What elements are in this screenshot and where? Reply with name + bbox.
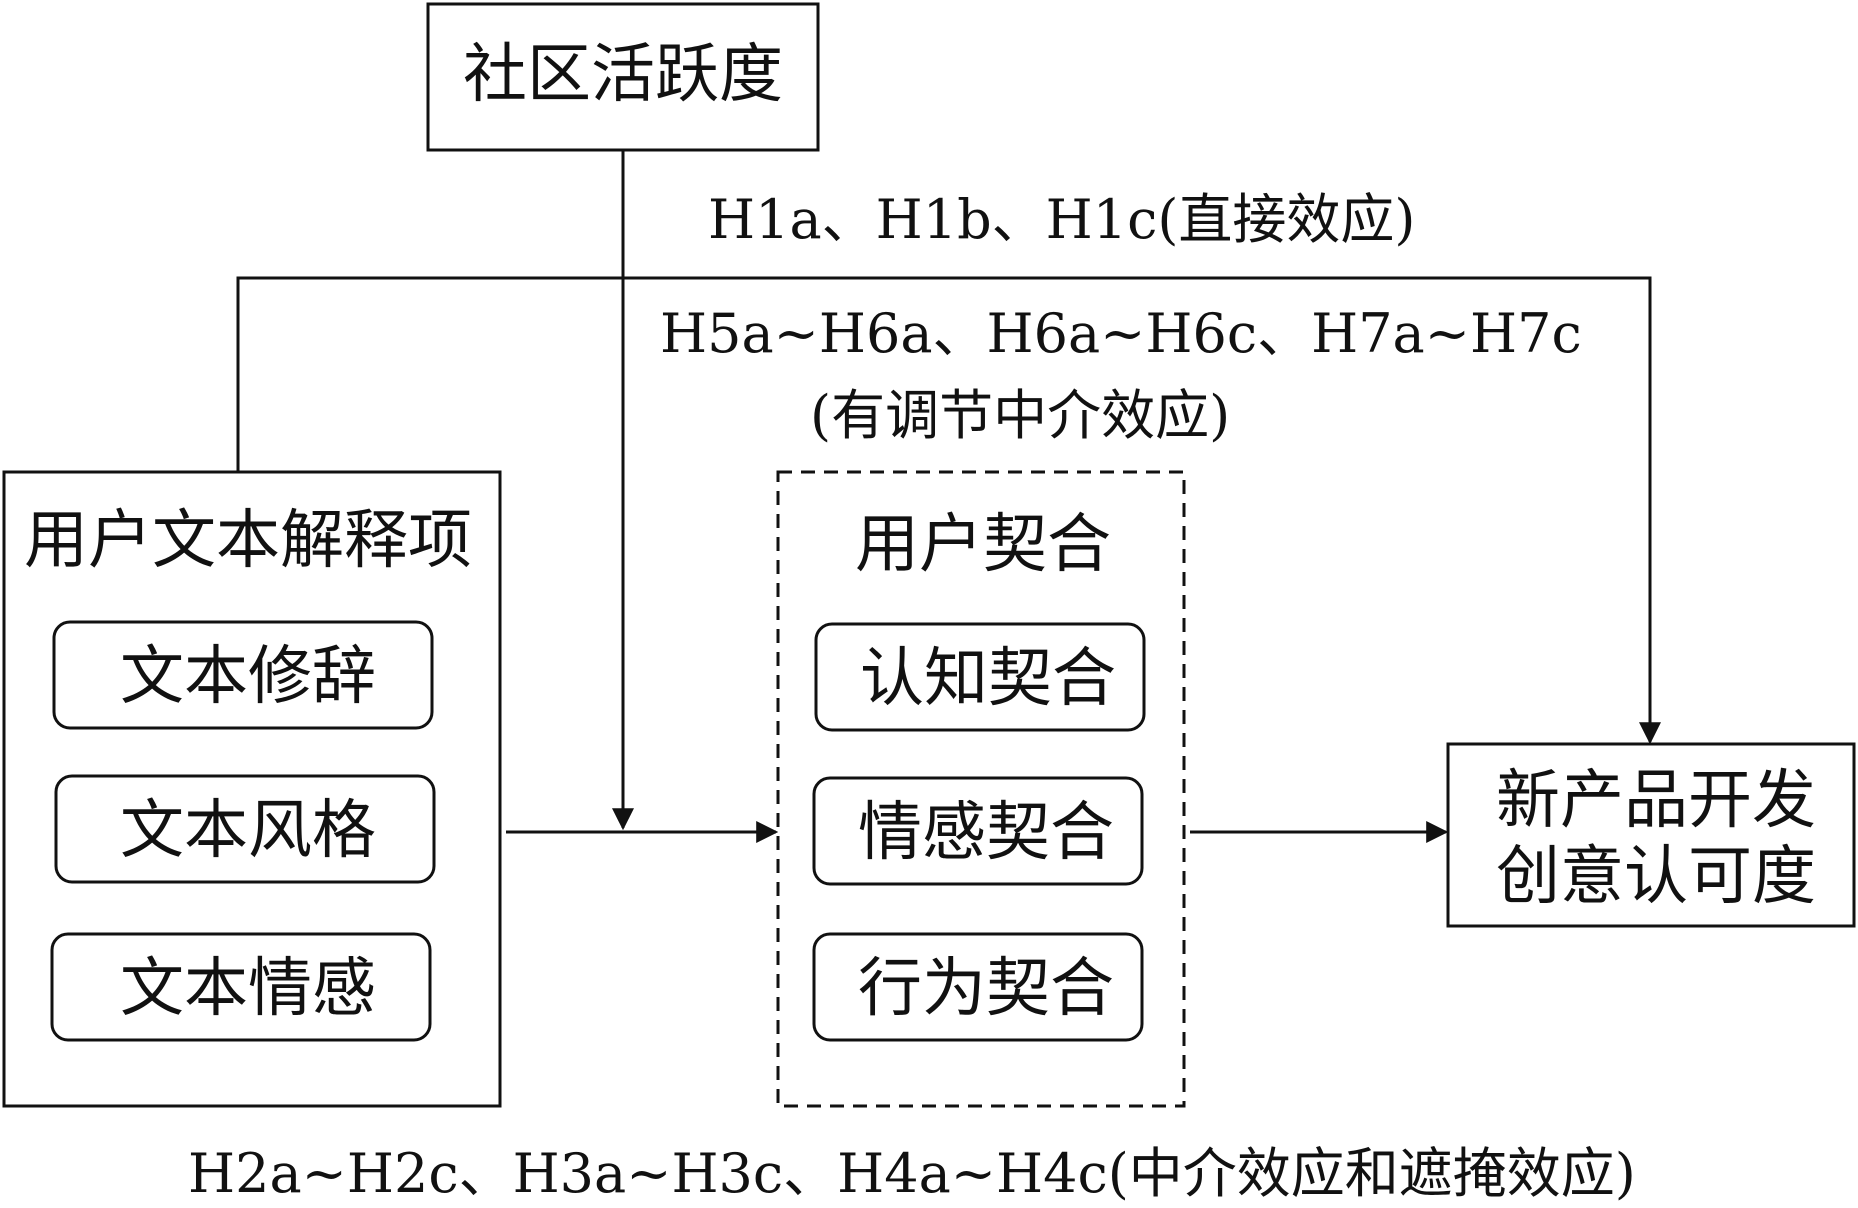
text-emotion-label: 文本情感	[120, 952, 376, 1026]
mediation-masking-label: H2a~H2c、H3a~H3c、H4a~H4c(中介效应和遮掩效应)	[188, 1142, 1636, 1205]
behavioral-engagement-label: 行为契合	[858, 952, 1114, 1026]
community-activity-box	[426, 2, 820, 152]
community-activity-label: 社区活跃度	[463, 38, 783, 112]
outcome-label-line2: 创意认可度	[1496, 840, 1816, 914]
cognitive-engagement-label: 认知契合	[860, 642, 1116, 716]
emotional-engagement-box	[812, 776, 1144, 886]
text-rhetoric-label: 文本修辞	[120, 640, 376, 714]
outcome-box	[1446, 742, 1856, 928]
direct-effect-path	[236, 276, 1661, 745]
text-style-box	[54, 774, 436, 884]
direct-effect-label: H1a、H1b、H1c(直接效应)	[708, 188, 1415, 251]
text-rhetoric-box	[52, 620, 434, 730]
text-emotion-box	[50, 932, 432, 1042]
moderated-mediation-label-line2: (有调节中介效应)	[810, 384, 1230, 447]
behavioral-engagement-box	[812, 932, 1144, 1042]
user-text-items-title: 用户文本解释项	[24, 504, 472, 578]
text-style-label: 文本风格	[120, 794, 376, 868]
emotional-engagement-label: 情感契合	[858, 796, 1114, 870]
user-engagement-title: 用户契合	[855, 508, 1111, 582]
cognitive-engagement-box	[814, 622, 1146, 732]
moderated-mediation-label-line1: H5a~H6a、H6a~H6c、H7a~H7c	[660, 302, 1582, 365]
outcome-label-line1: 新产品开发	[1496, 764, 1816, 838]
